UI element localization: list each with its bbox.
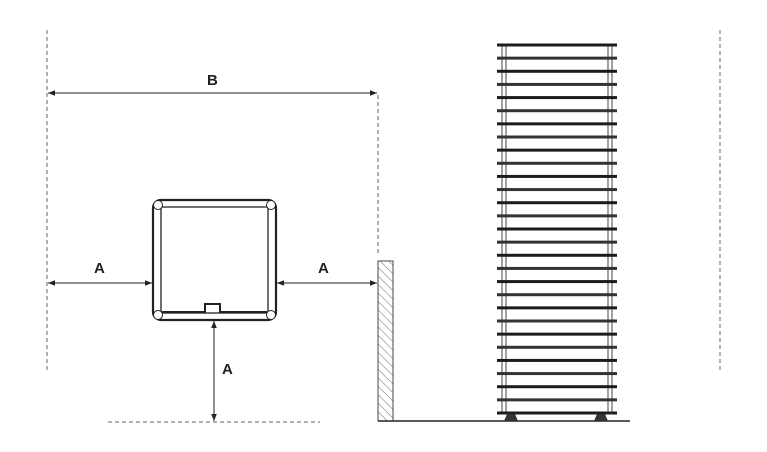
heater-rail [497,69,617,73]
heater-rail [497,214,617,218]
heater-rail [497,293,617,297]
heater-rail [497,201,617,205]
foot-right [594,414,608,421]
heater-rails [497,43,617,415]
label-a-front: A [222,361,233,378]
label-b: B [207,72,218,89]
heater-rail [497,148,617,152]
heater-side-view [497,43,617,421]
heater-rail [497,253,617,257]
heater-rail [497,358,617,362]
heater-rail [497,280,617,284]
heater-rail [497,122,617,126]
heater-rail [497,266,617,270]
heater-rail [497,161,617,165]
label-a-left: A [94,260,105,277]
heater-rail [497,411,617,415]
heater-rail [497,43,617,47]
heater-top-view [151,198,278,322]
label-a-right: A [318,260,329,277]
heater-rail [497,332,617,336]
heater-rail [497,227,617,231]
heater-rail [497,82,617,86]
heater-rail [497,174,617,178]
heater-rail [497,56,617,60]
heater-rail [497,398,617,402]
heater-rail [497,306,617,310]
wall [377,260,394,422]
foot-left [504,414,518,421]
heater-rail [497,345,617,349]
heater-rail [497,109,617,113]
heater-rail [497,188,617,192]
heater-rail [497,96,617,100]
guide-lines [46,30,721,423]
heater-rail [497,240,617,244]
heater-rail [497,385,617,389]
heater-rail [497,135,617,139]
heater-rail [497,372,617,376]
heater-rail [497,319,617,323]
